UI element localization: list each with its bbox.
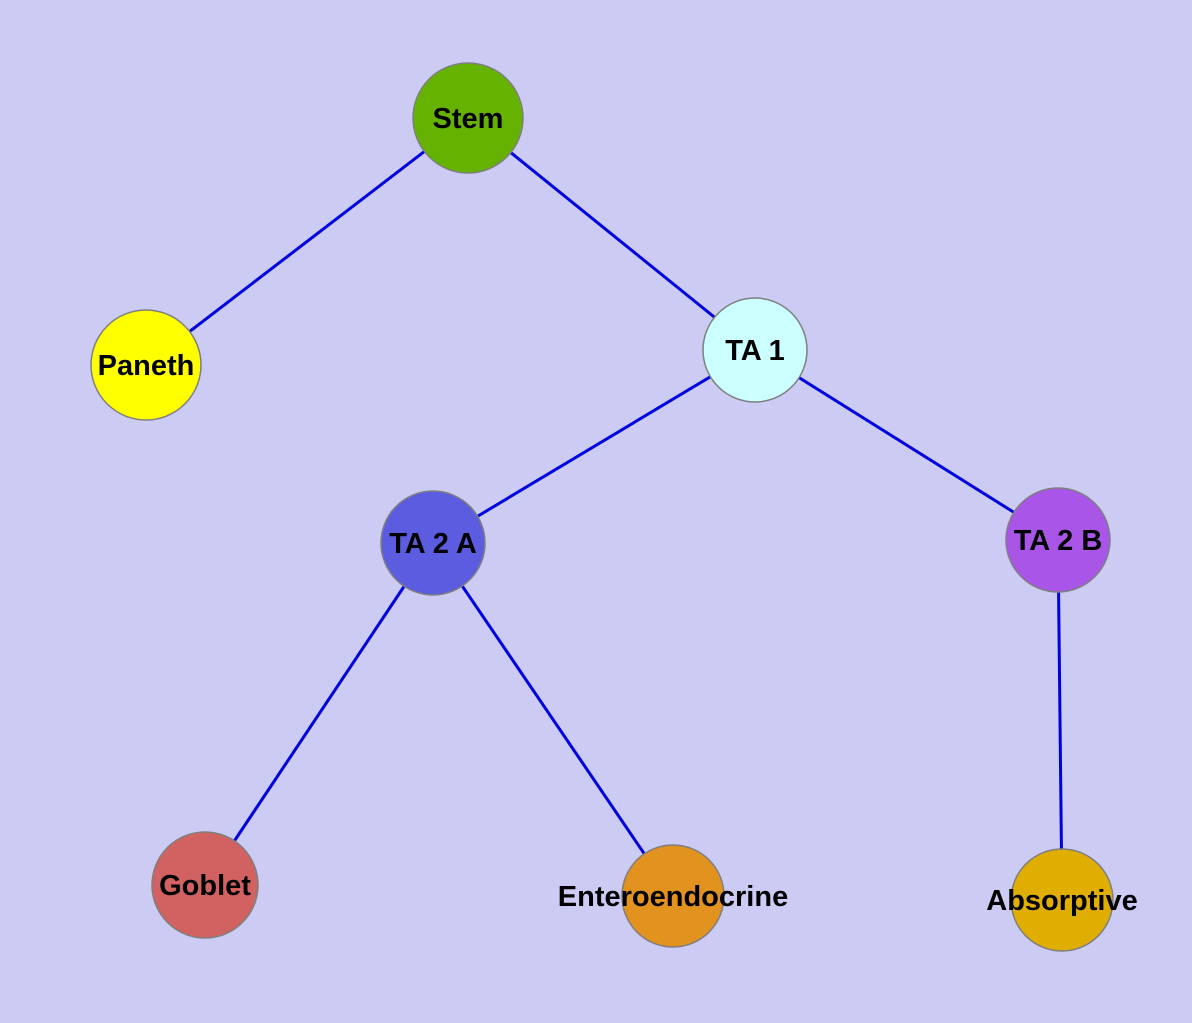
node-ta2a[interactable]: TA 2 A: [380, 490, 486, 596]
node-circle-ta2b[interactable]: [1005, 487, 1111, 593]
node-paneth[interactable]: Paneth: [90, 309, 202, 421]
node-circle-ta2a[interactable]: [380, 490, 486, 596]
node-stem[interactable]: Stem: [412, 62, 524, 174]
edge-ta1-ta2b: [753, 348, 1060, 542]
node-circle-enteroendocrine[interactable]: [621, 844, 725, 948]
node-circle-absorptive[interactable]: [1010, 848, 1114, 952]
node-goblet[interactable]: Goblet: [151, 831, 259, 939]
node-circle-paneth[interactable]: [90, 309, 202, 421]
edge-ta1-ta2a: [431, 348, 757, 545]
node-circle-goblet[interactable]: [151, 831, 259, 939]
node-circle-ta1[interactable]: [702, 297, 808, 403]
edge-ta2a-enteroendocrine: [431, 541, 675, 898]
node-ta1[interactable]: TA 1: [702, 297, 808, 403]
node-ta2b[interactable]: TA 2 B: [1005, 487, 1111, 593]
node-circle-stem[interactable]: [412, 62, 524, 174]
edge-stem-ta1: [466, 116, 757, 352]
edge-ta2a-goblet: [203, 541, 435, 887]
edge-ta2b-absorptive: [1056, 538, 1064, 902]
edge-stem-paneth: [144, 116, 470, 367]
